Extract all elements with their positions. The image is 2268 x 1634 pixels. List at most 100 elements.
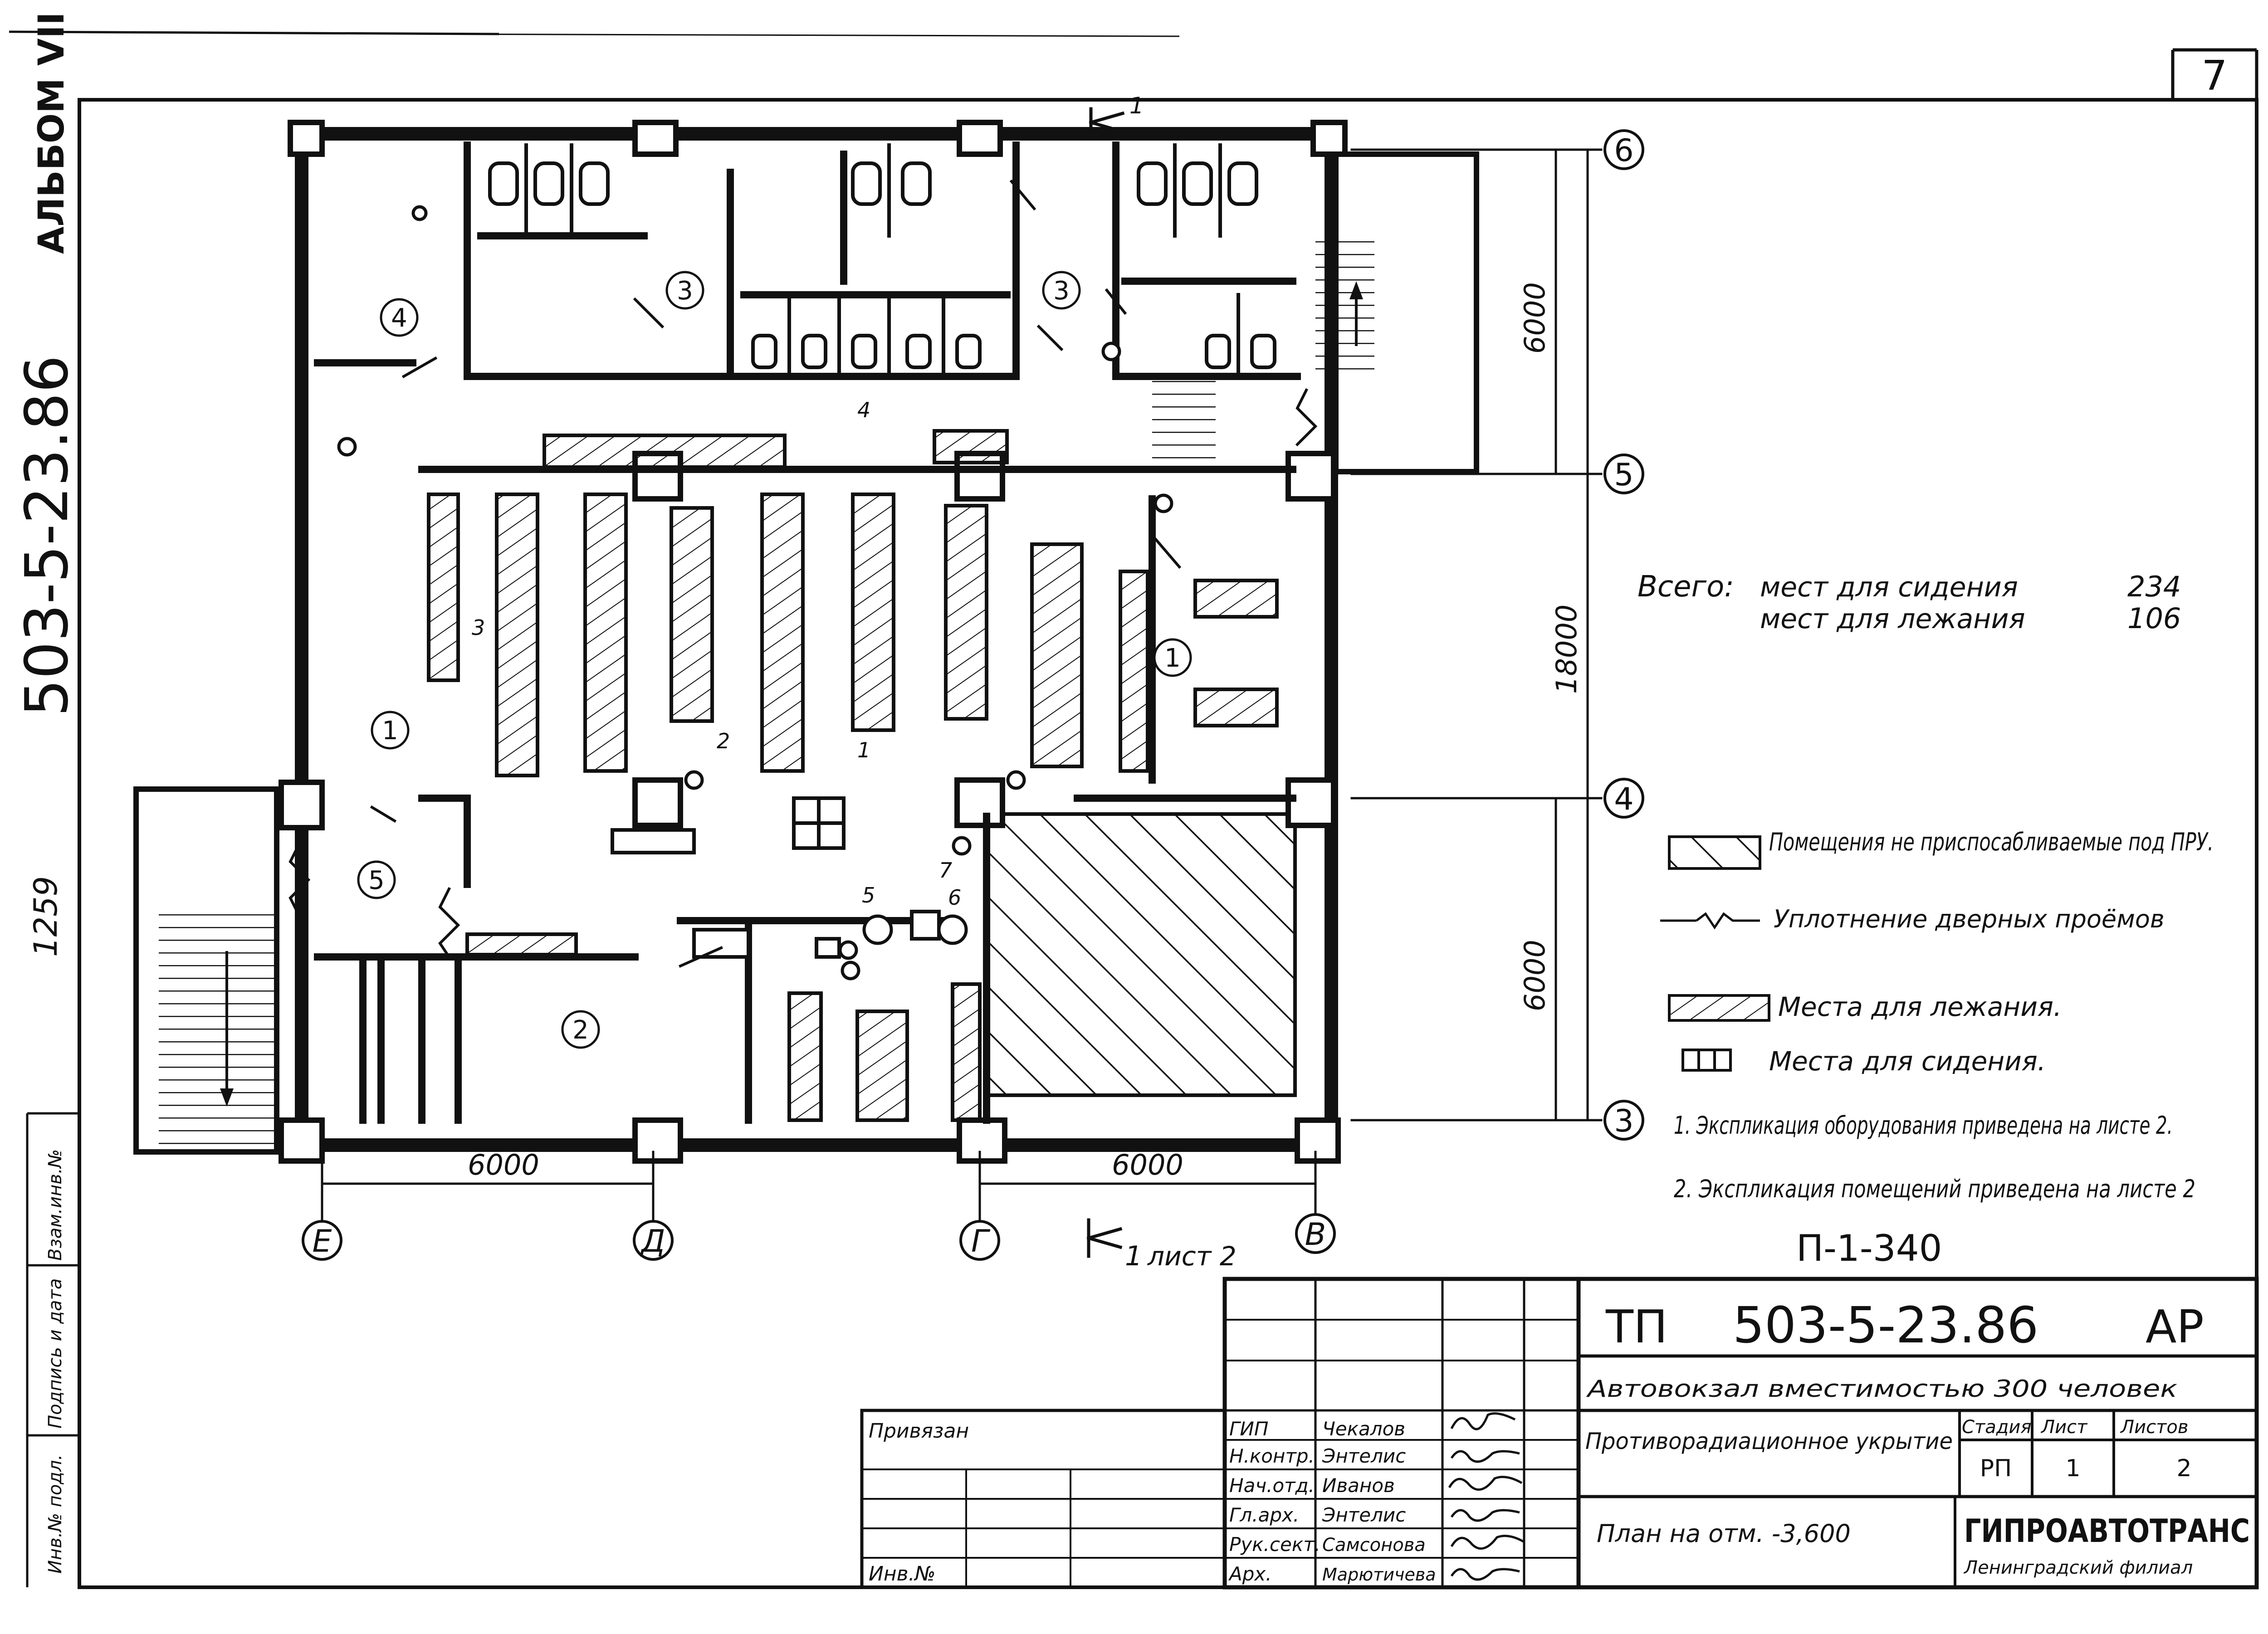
legend-seal-text: Уплотнение дверных проёмов [1774, 905, 2165, 933]
dim-bottom-left: 6000 [468, 1148, 539, 1181]
side-inv-number: 1259 [27, 876, 64, 957]
room-number-3a: 3 [677, 276, 693, 306]
legend-seat-text: Места для сидения. [1769, 1046, 2046, 1077]
wc-fixtures [488, 143, 1276, 378]
doors [370, 179, 1182, 968]
totals-lying-label: мест для лежания [1760, 603, 2025, 635]
equipment-symbols [337, 205, 1173, 980]
axis-label-3: 3 [1614, 1103, 1633, 1139]
staff-name-3: Иванов [1322, 1474, 1395, 1497]
stage-value: РП [1980, 1455, 2012, 1482]
equip-label-5: 5 [862, 883, 875, 907]
stair-right-steps [1315, 236, 1374, 372]
title-block-text: ТП 503-5-23.86 АР Автовокзал вместимость… [869, 1296, 2250, 1585]
axis-label-4: 4 [1614, 781, 1633, 817]
equip-label-2: 2 [717, 729, 730, 753]
columns [279, 120, 1348, 1164]
axis-label-g: Г [971, 1224, 991, 1259]
dim-right-top: 6000 [1518, 282, 1551, 354]
side-stamp: АЛЬБОМ VII 503-5-23.86 1259 Взам.инв.№ П… [12, 12, 81, 1574]
door-seals [288, 388, 1318, 959]
legend-seal-swatch [1660, 912, 1760, 930]
axis-label-v: В [1305, 1217, 1326, 1253]
totals-lying-value: 106 [2127, 602, 2181, 635]
dimension-lines [321, 148, 1603, 1226]
totals-title: Всего: [1637, 570, 1734, 604]
sheet-header: Лист [2040, 1417, 2088, 1438]
staff-role-1: ГИП [1229, 1418, 1268, 1440]
staff-name-6: Марютичева [1322, 1565, 1436, 1585]
staff-role-2: Н.контр. [1229, 1445, 1315, 1467]
equip-label-1: 1 [857, 738, 870, 762]
equip-label-7: 7 [939, 858, 952, 883]
side-label-sign: Подпись и дата [45, 1278, 66, 1429]
stair-entry [1152, 381, 1216, 463]
axis-label-e: Е [313, 1224, 332, 1259]
legend-hatch-swatch [1668, 835, 1761, 870]
section-marks [1086, 107, 1125, 1258]
room-number-1: 1 [382, 716, 398, 746]
room-bubbles [357, 271, 1192, 1049]
axis-label-6: 6 [1614, 133, 1633, 169]
plan-labels: Е Д Г В 6 5 4 3 6000 6000 6000 18000 600… [313, 93, 1634, 1272]
axis-bubbles [302, 129, 1644, 1261]
signatures [1448, 1412, 1525, 1581]
org-branch: Ленинградский филиал [1963, 1557, 2193, 1578]
note-1: 1. Экспликация оборудования приведена на… [1674, 1111, 2173, 1140]
seat-boxes [611, 796, 941, 959]
sheet-number: 7 [2201, 52, 2227, 100]
dim-right-mid: 18000 [1550, 605, 1583, 694]
doc-code-prefix: ТП [1605, 1300, 1667, 1353]
doc-mark: АР [2146, 1300, 2204, 1353]
room-number-4: 4 [391, 303, 407, 333]
non-adapted-room [985, 812, 1297, 1097]
staff-role-4: Гл.арх. [1229, 1504, 1299, 1526]
legend-hatch-text: Помещения не приспосабливаемые под ПРУ. [1769, 828, 2214, 856]
staff-role-3: Нач.отд. [1229, 1474, 1315, 1497]
note-2: 2. Экспликация помещений приведена на ли… [1674, 1175, 2195, 1203]
staff-name-1: Чекалов [1322, 1418, 1405, 1440]
room-number-5: 5 [368, 866, 385, 895]
sheets-header: Листов [2120, 1417, 2188, 1438]
lying-benches [427, 429, 1279, 1122]
staff-name-4: Энтелис [1322, 1504, 1406, 1526]
notes: 1. Экспликация оборудования приведена на… [1674, 1111, 2195, 1269]
staff-name-5: Самсонова [1322, 1535, 1426, 1556]
section-bottom-number: 1 [1125, 1240, 1142, 1272]
sheet-title: План на отм. -3,600 [1597, 1519, 1851, 1548]
totals-seat-value: 234 [2127, 570, 2181, 603]
floor-plan [133, 107, 1644, 1261]
room-number-2: 2 [572, 1015, 589, 1045]
room-number-1b: 1 [1164, 644, 1181, 673]
equip-label-3: 3 [472, 615, 485, 640]
equip-label-4: 4 [857, 398, 870, 422]
stair-left-steps [159, 907, 277, 1147]
staff-role-6: Арх. [1228, 1563, 1272, 1585]
side-label-replace: Взам.инв.№ [45, 1149, 66, 1261]
drawing-title: Противорадиационное укрытие [1585, 1428, 1953, 1454]
equip-label-6: 6 [948, 885, 961, 910]
project-name: Автовокзал вместимостью 300 человек [1586, 1375, 2177, 1403]
axis-label-d: Д [640, 1224, 665, 1259]
side-label-inv: Инв.№ подл. [45, 1454, 66, 1574]
sheet-value: 1 [2065, 1455, 2080, 1482]
section-top-number: 1 [1129, 93, 1144, 119]
stage-header: Стадия [1962, 1417, 2031, 1438]
inv-label: Инв.№ [869, 1562, 935, 1585]
staff-name-2: Энтелис [1322, 1445, 1406, 1467]
side-doc-code: 503-5-23.86 [12, 355, 81, 717]
code-mark: П-1-340 [1796, 1227, 1942, 1269]
sheets-value: 2 [2176, 1455, 2191, 1482]
legend-lying-swatch [1668, 994, 1770, 1022]
title-block [860, 1277, 2259, 1590]
staff-role-5: Рук.сект. [1229, 1533, 1320, 1556]
album-label: АЛЬБОМ VII [31, 12, 72, 254]
axis-label-5: 5 [1614, 457, 1633, 493]
totals-block: Всего: мест для сидения 234 мест для леж… [1637, 570, 2181, 635]
dim-bottom-right: 6000 [1112, 1148, 1183, 1181]
legend-lying-text: Места для лежания. [1778, 991, 2062, 1022]
legend-seat-swatch [1681, 1049, 1732, 1072]
room-number-3b: 3 [1053, 276, 1070, 306]
org-name: ГИПРОАВТОТРАНС [1964, 1512, 2250, 1550]
